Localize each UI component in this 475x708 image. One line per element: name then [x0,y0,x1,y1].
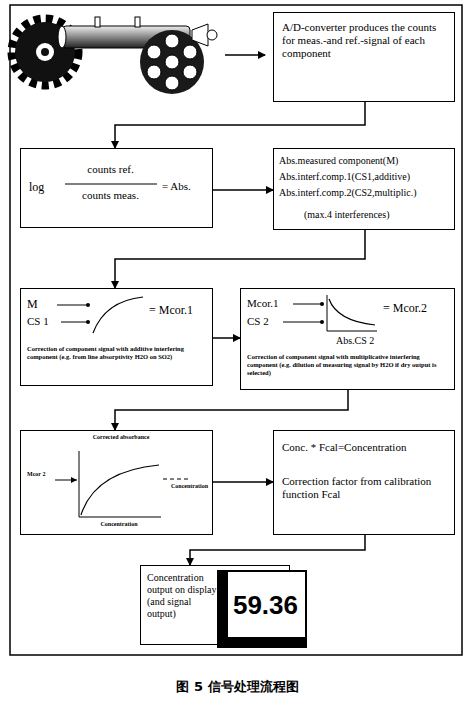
formula-box: log counts ref. counts meas. = Abs. [20,148,213,228]
correction-box: M CS 1 = Mcor.1Correction of component sig… [20,288,213,386]
process-box: Abs.measured component(M) Abs.interf.comp… [273,148,455,230]
flow-arrow [225,54,265,56]
node-text: Corrected absorbance [81,434,161,441]
node-text: Concentration [171,483,211,490]
node-text: Concentration output on display (and sig… [147,572,217,620]
node-text: = Mcor.2 [383,301,453,315]
node-text: CS 1 [27,315,57,328]
display-screen: 59.36 [217,570,307,648]
figure-caption: 图 5 信号处理流程图 [0,678,475,696]
flow-arrow [190,535,365,565]
node-text: Abs.CS 2 [336,335,396,347]
node-text: Correction of component signal with addi… [27,345,207,361]
process-box: A/D-converter produces the counts for me… [273,12,455,102]
node-text: Conc. * Fcal=Concentration [282,441,450,454]
node-text: Concentration [79,521,159,528]
flow-arrow [115,102,365,148]
node-text: CS 2 [247,315,287,328]
node-text: counts ref. [63,163,158,176]
node-text: = Mcor.1 [149,303,211,317]
node-text: Mcor.1 [247,297,292,310]
node-text: = Abs. [162,180,210,193]
node-text: Abs.measured component(M) [279,155,453,167]
node-text: log [29,180,59,194]
process-box: Conc. * Fcal=ConcentrationCorrection fac… [273,430,455,535]
calibration-chart-box: Corrected absorbanceMcor 2ConcentrationC… [20,430,213,535]
flow-arrow [213,481,273,483]
correction-box: Mcor.1 CS 2 = Mcor.2Abs.CS 2 Correction of … [240,288,455,390]
node-text: (max.4 interferences) [304,209,444,221]
node-text: Correction factor from calibration funct… [282,475,450,501]
node-text: Correction of component signal with mult… [247,353,447,376]
node-text: A/D-converter produces the counts for me… [282,21,448,61]
node-text: counts meas. [63,189,158,202]
flow-arrow [115,230,365,288]
flow-arrow [213,189,273,191]
flow-arrow [213,337,240,339]
node-text: Abs.interf.comp.2(CS2,multiplic.) [279,187,453,199]
flow-arrow [115,390,348,430]
node-text: M [27,297,47,311]
node-text: Abs.interf.comp.1(CS1,additive) [279,171,453,183]
node-text: 59.36 [228,590,303,621]
light-source [192,24,217,46]
outer-frame [10,5,462,655]
node-text: Mcor 2 [27,471,57,478]
